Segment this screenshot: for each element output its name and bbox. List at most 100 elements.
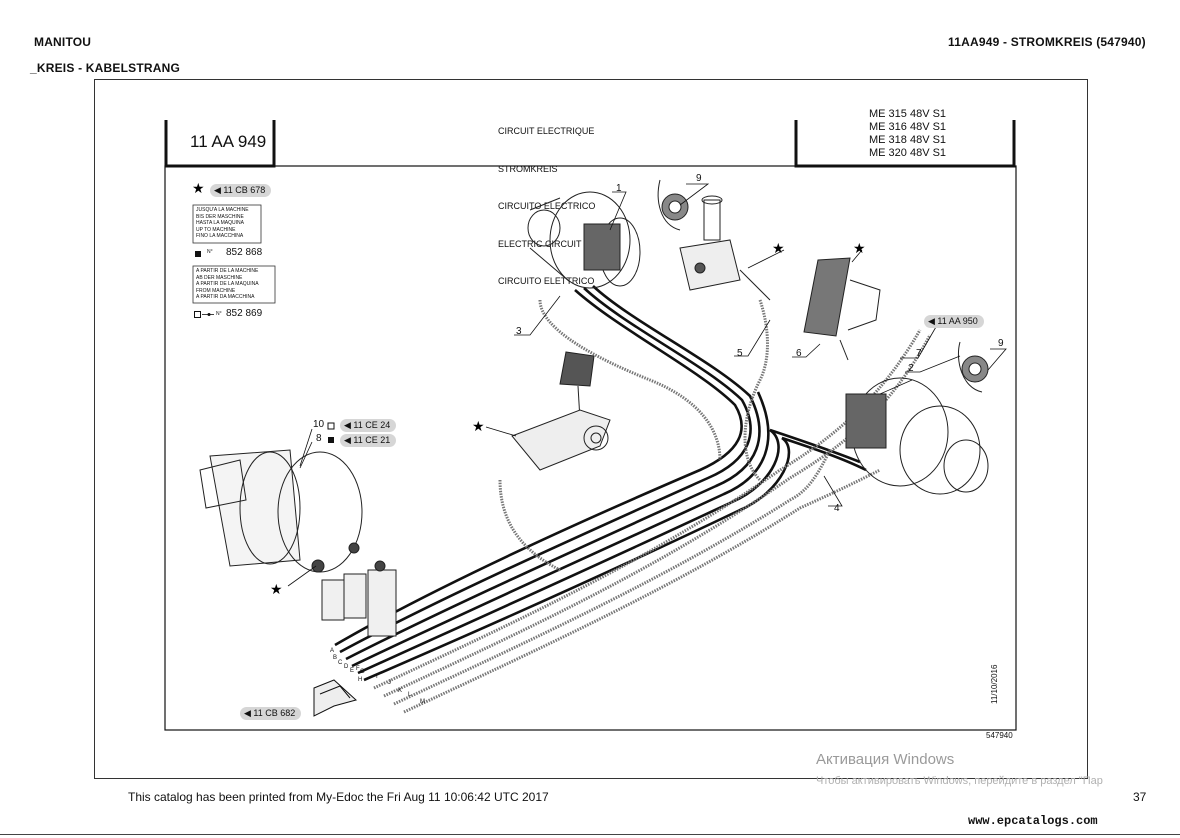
wire-letter: L [408, 692, 412, 698]
callout-2: 2 [908, 363, 914, 374]
ref-tag-label: 11 CB 682 [253, 708, 296, 718]
ref-tag-cb682[interactable]: ◀ 11 CB 682 [240, 707, 302, 720]
model-list: ME 315 48V S1 ME 316 48V S1 ME 318 48V S… [869, 108, 946, 160]
wire-letter: I [376, 674, 378, 680]
model-item: ME 315 48V S1 [869, 108, 947, 120]
ref-tag-aa950[interactable]: ◀ 11 AA 950 [924, 315, 984, 328]
description-en: ELECTRIC CIRCUIT [498, 238, 582, 249]
description-es: CIRCUITO ELECTRICO [498, 201, 596, 211]
seal-ring-1 [657, 179, 689, 231]
traction-motor-1 [527, 191, 641, 289]
print-info: This catalog has been printed from My-Ed… [128, 790, 549, 804]
brake-valve [679, 195, 771, 301]
callout-6: 6 [796, 348, 802, 359]
until-line: UP TO MACHINE [196, 226, 236, 233]
model-item: ME 318 48V S1 [869, 134, 947, 146]
wire-letter: B [333, 655, 337, 661]
ref-tag-cb678[interactable]: ◀ 11 CB 678 [210, 184, 272, 197]
filled-square-icon [328, 437, 334, 443]
ref-tag-ce21[interactable]: ◀ 11 CE 21 [340, 434, 397, 447]
model-item: ME 320 48V S1 [869, 147, 947, 159]
wire-letter: E [350, 668, 354, 674]
from-line: AB DER MASCHINE [196, 274, 243, 281]
ref-tag-label: 11 CE 21 [353, 435, 391, 445]
drawing-number: 547940 [986, 731, 1013, 740]
section-subtitle: _KREIS - KABELSTRANG [30, 61, 181, 75]
from-line: A PARTIR DE LA MACHINE [196, 268, 259, 274]
corrugated-harness [373, 299, 932, 714]
page-number: 37 [1133, 790, 1147, 804]
wire-letter: D [344, 664, 349, 670]
description-de: STROMKREIS [498, 163, 558, 174]
brand-label: MANITOU [34, 35, 92, 49]
description-fr: CIRCUIT ELECTRIQUE [498, 126, 595, 136]
until-line: HASTA LA MAQUINA [196, 220, 244, 226]
wire-letter: M [420, 699, 425, 705]
from-line: A PARTIR DE LA MAQUINA [196, 281, 259, 287]
from-number-prefix: N° [216, 311, 222, 317]
drawing-code: 11 AA 949 [190, 132, 267, 151]
document-title: 11AA949 - STROMKREIS (547940) [948, 35, 1146, 49]
legend-symbols: ★ [192, 180, 214, 318]
pump-motor [199, 449, 363, 573]
seal-ring-2 [957, 341, 989, 393]
until-number: 852 868 [226, 247, 263, 258]
callout-5: 5 [737, 348, 743, 359]
filled-square-icon [195, 251, 201, 257]
callout-9b: 9 [998, 338, 1004, 349]
wire-letter: J [388, 680, 391, 686]
wire-letter: H [358, 677, 362, 683]
until-machine-text: JUSQU'A LA MACHINE BIS DER MASCHINE HAST… [196, 207, 249, 240]
open-square-icon [194, 311, 201, 318]
drawing-date: 11/10/2016 [990, 664, 999, 704]
ref-tag-label: 11 CB 678 [223, 185, 266, 195]
until-line: FINO LA MACCHINA [196, 233, 244, 239]
wire-letter: K [398, 688, 402, 694]
contactor-block [311, 542, 397, 637]
from-line: A PARTIR DA MACCHINA [196, 294, 255, 300]
callout-8: 8 [316, 433, 322, 444]
until-number-prefix: N° [207, 249, 213, 255]
star-icon: ★ [772, 240, 785, 256]
from-number: 852 869 [226, 308, 263, 319]
until-line: BIS DER MASCHINE [196, 213, 244, 220]
legend-boxes [192, 204, 276, 304]
callout-4: 4 [834, 503, 840, 514]
callout-9: 9 [696, 173, 702, 184]
from-machine-text: A PARTIR DE LA MACHINE AB DER MASCHINE A… [196, 268, 259, 301]
wire-letter-labels: A B C D E F G H I J K L M [330, 648, 425, 705]
bottom-divider [0, 834, 1180, 835]
open-square-icon [327, 422, 335, 430]
activation-watermark-title: Активация Windows [816, 751, 955, 768]
from-line: FROM MACHINE [196, 287, 236, 294]
wire-letter: F [356, 666, 360, 672]
star-icon: ★ [472, 418, 485, 434]
star-icon: ★ [270, 581, 283, 597]
callout-3: 3 [516, 326, 522, 337]
callout-7: 7 [916, 348, 922, 359]
callout-1: 1 [616, 183, 622, 194]
callout-10: 10 [313, 419, 325, 430]
ref-tag-label: 11 CE 24 [353, 420, 391, 430]
site-link[interactable]: www.epcatalogs.com [968, 814, 1098, 828]
accelerator-pedal [803, 257, 881, 361]
title-block-lines [164, 120, 1017, 731]
ref-tag-label: 11 AA 950 [937, 316, 978, 326]
leader-lines [287, 183, 1007, 587]
star-markers: ★ ★ ★ ★ [270, 240, 866, 597]
wire-letter: G [360, 669, 365, 675]
star-icon: ★ [853, 240, 866, 256]
until-line: JUSQU'A LA MACHINE [196, 207, 249, 213]
drawing-frame [94, 79, 1088, 779]
ref-tag-ce24[interactable]: ◀ 11 CE 24 [340, 419, 397, 432]
wire-letter: A [330, 648, 334, 654]
traction-motor-2 [845, 377, 989, 495]
brake-pedal [511, 351, 611, 471]
wire-letter: C [338, 660, 343, 666]
black-wire-bundle [334, 285, 867, 682]
page-arrow-icon [313, 679, 358, 717]
model-item: ME 316 48V S1 [869, 121, 947, 133]
activation-watermark-text: Чтобы активировать Windows, перейдите в … [816, 775, 1103, 787]
star-icon: ★ [192, 180, 205, 196]
